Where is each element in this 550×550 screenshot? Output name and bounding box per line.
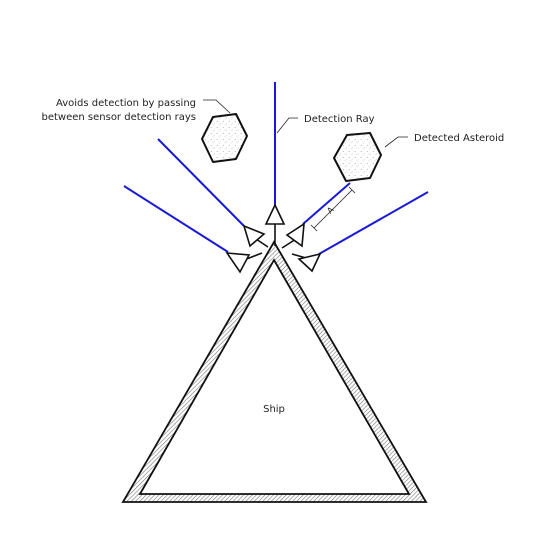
avoid-label-line2: between sensor detection rays: [41, 112, 196, 123]
detection-ray-far-left: [123, 185, 229, 253]
undetected-asteroid-icon: [201, 113, 248, 163]
leader-detected-asteroid: [384, 136, 408, 148]
sensor-far-right-icon: [297, 252, 322, 273]
distance-marker: A: [310, 186, 356, 232]
sensor-center-icon: [264, 203, 286, 225]
detection-ray-right: [302, 182, 351, 225]
detected-asteroid-icon: [333, 132, 382, 182]
sensor-far-left-icon: [225, 252, 251, 274]
ship-label: Ship: [263, 404, 285, 415]
detection-ray-far-right: [318, 191, 429, 255]
distance-label: A: [325, 205, 336, 216]
detection-ray-left: [157, 138, 245, 227]
leader-detection-ray: [276, 117, 298, 134]
ship-hull: [121, 240, 428, 503]
detected-asteroid-label: Detected Asteroid: [414, 133, 504, 144]
sensor-right-icon: [285, 222, 305, 248]
avoid-label-line1: Avoids detection by passing: [56, 98, 196, 109]
sensor-left-icon: [242, 224, 266, 248]
detection-ray-label: Detection Ray: [304, 114, 375, 125]
leader-avoid: [203, 99, 231, 114]
